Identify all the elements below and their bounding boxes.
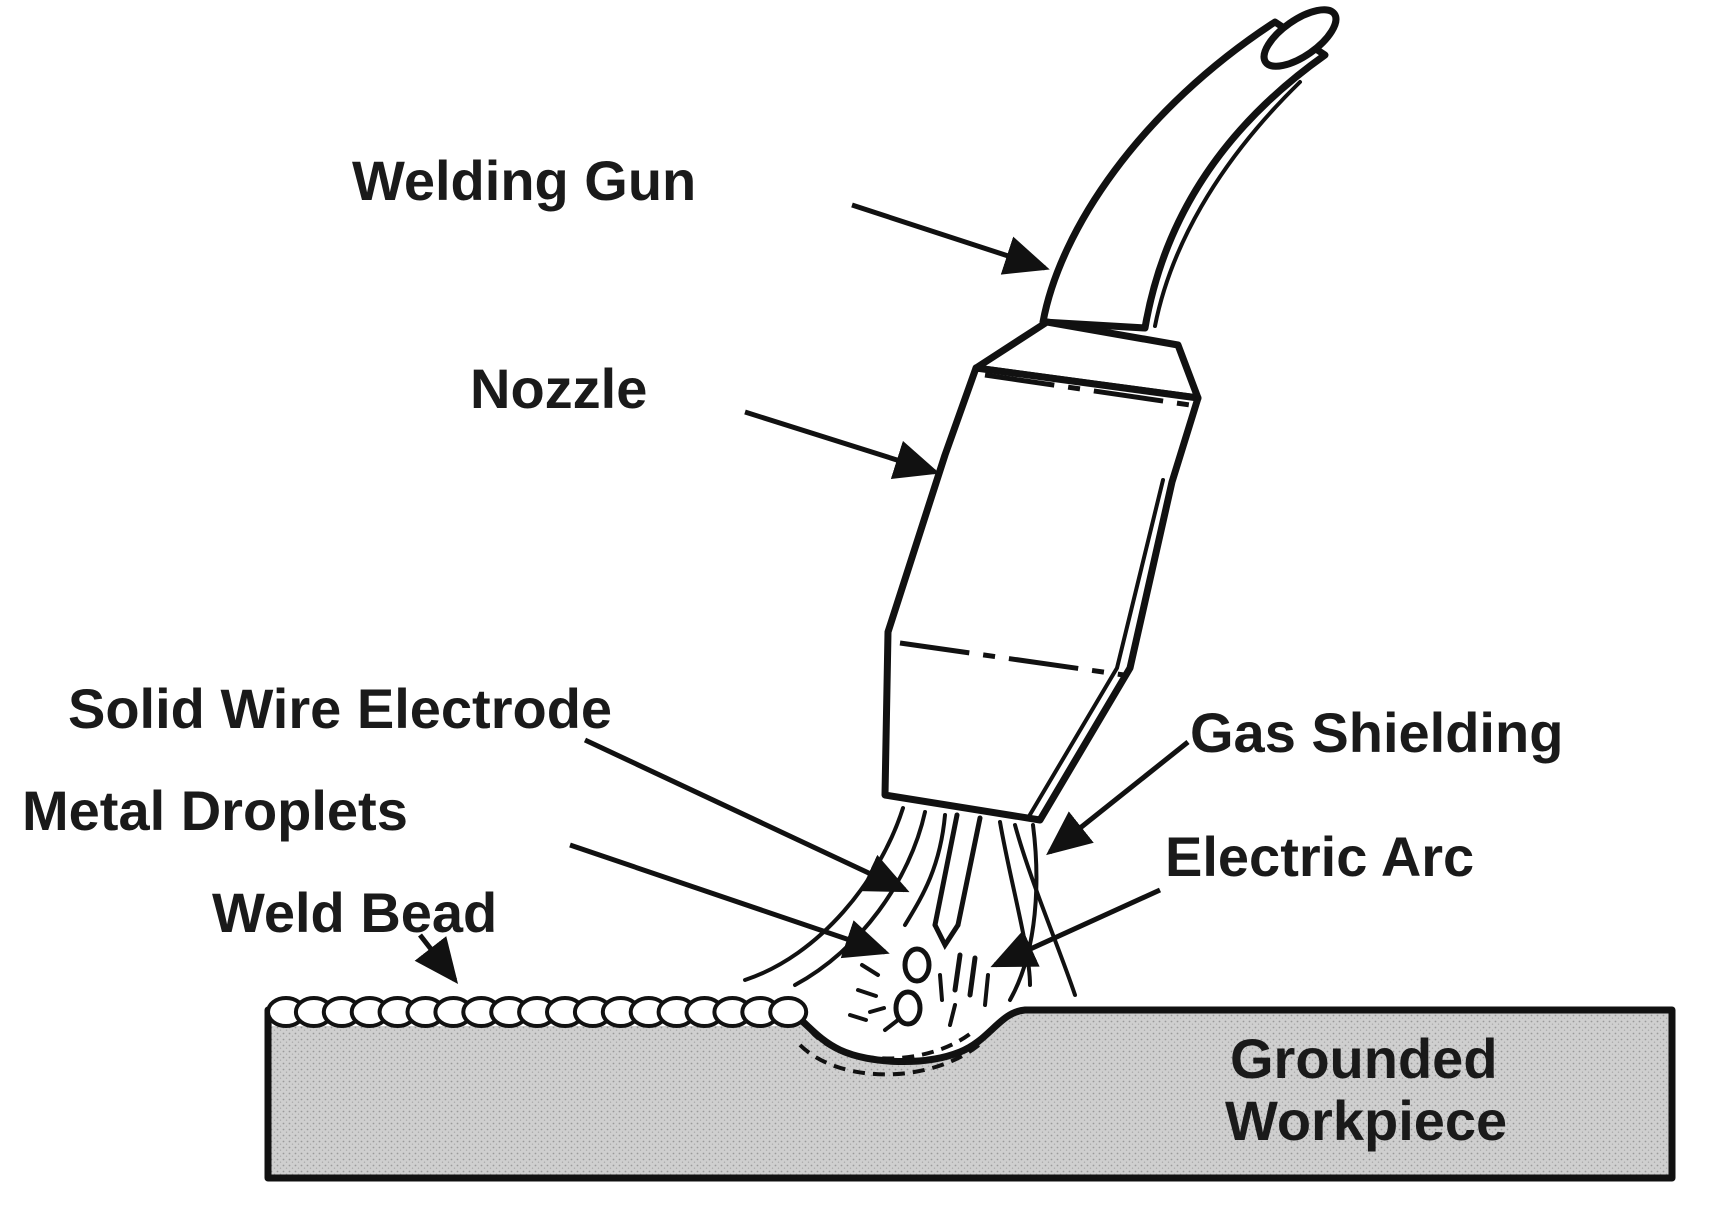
welding-gun — [1039, 6, 1340, 332]
label-metal-droplets: Metal Droplets — [22, 779, 408, 842]
welding-gun-contour — [1153, 80, 1302, 328]
labels: Welding Gun Nozzle Solid Wire Electrode … — [22, 149, 1563, 1152]
label-grounded: Grounded — [1230, 1027, 1498, 1090]
metal-droplet — [902, 946, 932, 984]
label-welding-gun: Welding Gun — [352, 149, 696, 212]
weld-bead-ripple — [768, 996, 809, 1028]
electrode-wire-left — [932, 812, 960, 928]
nozzle-inner-edge — [1026, 478, 1165, 820]
label-workpiece: Workpiece — [1225, 1089, 1507, 1152]
weld-pool-outline-inner — [798, 1038, 987, 1077]
electric-arc — [848, 952, 990, 1032]
workpiece — [264, 1006, 1676, 1182]
leader-nozzle — [744, 409, 940, 480]
leader-solid-wire-electrode — [583, 737, 910, 893]
label-gas-shielding: Gas Shielding — [1190, 701, 1563, 764]
label-weld-bead: Weld Bead — [212, 881, 497, 944]
solid-wire-electrode — [932, 812, 983, 951]
electrode-tip — [932, 922, 961, 951]
weld-pool-outline — [808, 1028, 977, 1061]
leader-welding-gun — [851, 202, 1050, 275]
nozzle-section-line-lower — [899, 640, 1125, 678]
nozzle-section-line-upper — [984, 372, 1191, 408]
weld-bead-scallops — [266, 996, 809, 1028]
label-solid-wire-electrode: Solid Wire Electrode — [68, 677, 612, 740]
leader-lines — [414, 202, 1190, 984]
leader-electric-arc — [990, 887, 1162, 968]
metal-droplet — [893, 989, 923, 1027]
label-electric-arc: Electric Arc — [1165, 825, 1474, 888]
weld-bead — [266, 996, 809, 1028]
leader-gas-shielding — [1046, 740, 1190, 856]
welding-gun-hose-end — [1260, 6, 1340, 70]
nozzle-bevel — [1176, 343, 1200, 400]
nozzle — [881, 318, 1202, 824]
metal-droplets — [893, 946, 932, 1027]
electrode-wire-right — [955, 815, 983, 928]
gas-shielding-lines — [743, 806, 1077, 1002]
leader-weld-bead — [414, 933, 459, 984]
leader-metal-droplets — [569, 842, 890, 959]
nozzle-body — [881, 364, 1202, 824]
label-nozzle: Nozzle — [470, 357, 647, 420]
